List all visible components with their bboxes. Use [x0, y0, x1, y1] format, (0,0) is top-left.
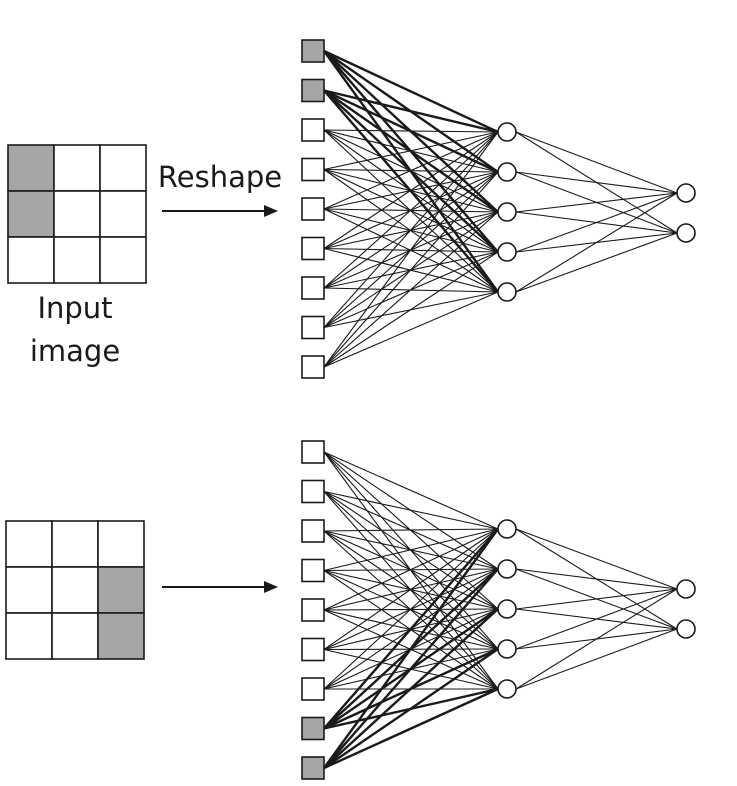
input-grid-layer [5, 144, 147, 660]
image-pixel [5, 520, 53, 568]
hidden-node [497, 282, 517, 302]
active-connection [323, 89, 499, 134]
active-connection [323, 648, 499, 769]
image-pixel [5, 612, 53, 660]
image-pixel-active [7, 144, 55, 192]
hidden-node [497, 122, 517, 142]
active-connection [323, 528, 499, 769]
connection [515, 588, 678, 650]
connection-layer [323, 49, 678, 770]
reshape-label: Reshape [158, 160, 282, 194]
connection [515, 588, 678, 610]
reshape-arrow-top [162, 205, 278, 217]
hidden-node [497, 559, 517, 579]
image-pixel [5, 566, 53, 614]
active-connection [323, 49, 499, 134]
hidden-node [497, 679, 517, 699]
connection [323, 528, 499, 572]
connection [515, 232, 678, 293]
input-node [301, 637, 325, 662]
input-image-label-line1: Input [37, 291, 112, 325]
active-connection [323, 687, 499, 770]
hidden-node [497, 162, 517, 182]
input-node [301, 157, 325, 182]
image-pixel [7, 236, 55, 284]
connection [323, 528, 499, 650]
connection [323, 528, 499, 532]
input-node [301, 479, 325, 504]
active-connection [323, 89, 499, 293]
input-node-active [301, 78, 325, 103]
image-pixel [51, 566, 99, 614]
input-node [301, 598, 325, 622]
connection [323, 291, 499, 368]
input-node [301, 677, 325, 701]
image-pixel [51, 520, 99, 568]
image-pixel [99, 144, 147, 192]
connection [515, 192, 678, 293]
image-pixel [99, 236, 147, 284]
output-node [676, 183, 696, 203]
input-node [301, 118, 325, 142]
connection [515, 171, 678, 194]
connection [515, 588, 678, 690]
input-node [301, 276, 325, 300]
active-connection [323, 89, 499, 174]
input-node [301, 558, 325, 583]
active-connection [323, 528, 499, 730]
image-pixel [97, 520, 145, 568]
connection [323, 131, 499, 368]
connection [323, 171, 499, 368]
connection [323, 131, 499, 328]
input-node [301, 197, 325, 221]
active-connection [323, 89, 499, 213]
image-pixel [51, 612, 99, 660]
input-node [301, 440, 325, 464]
hidden-node [497, 242, 517, 262]
connection [515, 131, 678, 194]
node-layer [301, 39, 696, 780]
output-node [676, 619, 696, 639]
connection [515, 528, 678, 590]
connection [515, 568, 678, 590]
connection [323, 211, 499, 368]
connection [515, 628, 678, 690]
image-pixel [53, 144, 101, 192]
image-pixel-active [97, 566, 145, 614]
connection [323, 251, 499, 368]
input-node-active [301, 756, 325, 780]
input-node-active [301, 716, 325, 741]
active-connection [323, 89, 499, 253]
input-node [301, 355, 325, 379]
input-node-active [301, 39, 325, 63]
hidden-node [497, 519, 517, 539]
image-pixel-active [97, 612, 145, 660]
image-pixel [53, 236, 101, 284]
output-node [676, 223, 696, 243]
image-pixel-active [7, 190, 55, 238]
hidden-node [497, 639, 517, 659]
connection [323, 451, 499, 530]
active-connection [323, 568, 499, 769]
image-pixel [99, 190, 147, 238]
input-node [301, 519, 325, 543]
connection [323, 528, 499, 611]
connection [515, 192, 678, 213]
input-image-label-line2: image [30, 334, 120, 368]
active-connection [323, 608, 499, 769]
output-node [676, 579, 696, 599]
hidden-node [497, 599, 517, 619]
hidden-node [497, 202, 517, 222]
connection [323, 490, 499, 530]
reshape-arrow-bottom [162, 581, 278, 593]
connection [515, 192, 678, 253]
input-node [301, 236, 325, 261]
connection [323, 528, 499, 690]
image-pixel [53, 190, 101, 238]
input-node [301, 315, 325, 340]
